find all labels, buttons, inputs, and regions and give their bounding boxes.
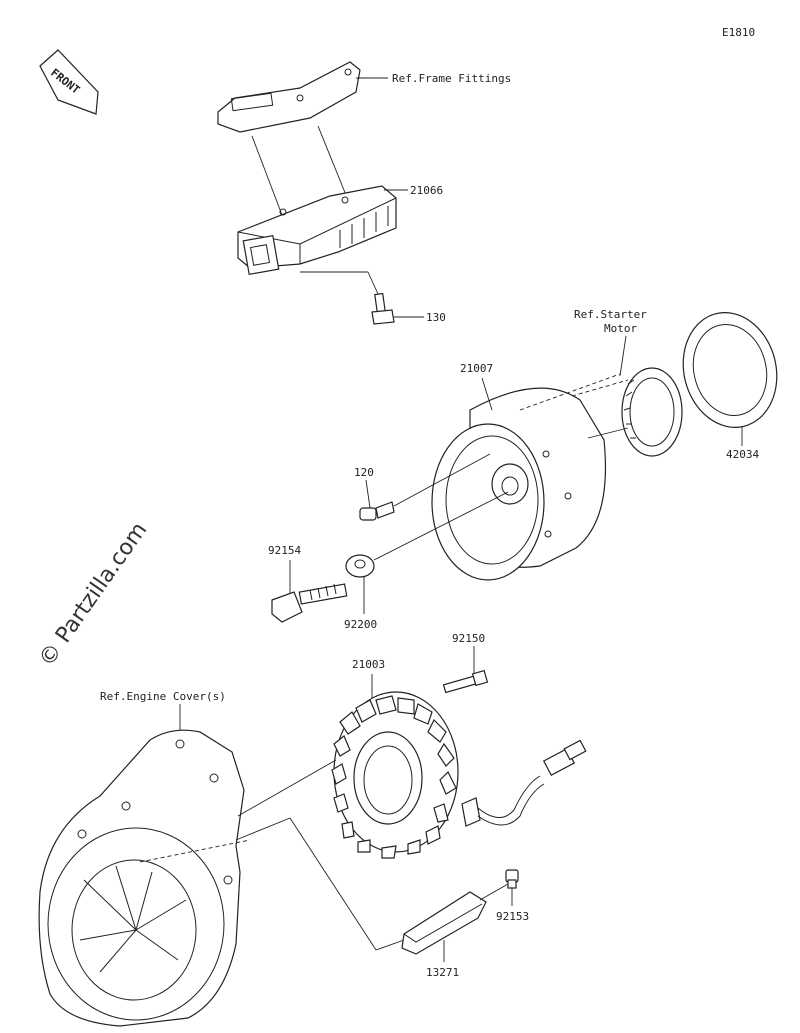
part-label-92153: 92153 bbox=[496, 910, 529, 923]
part-label-42034: 42034 bbox=[726, 448, 759, 461]
diagram-code: E1810 bbox=[722, 26, 755, 39]
rotor-21007[interactable] bbox=[431, 387, 607, 581]
part-label-92154: 92154 bbox=[268, 544, 301, 557]
flange-bolt-92154[interactable] bbox=[271, 583, 348, 623]
part-label-13271: 13271 bbox=[426, 966, 459, 979]
coupling-42034[interactable] bbox=[671, 303, 788, 438]
part-label-92200: 92200 bbox=[344, 618, 377, 631]
stator-wire-harness bbox=[461, 739, 587, 827]
part-label-130: 130 bbox=[426, 311, 446, 324]
washer-92200[interactable] bbox=[345, 554, 375, 578]
part-label-21007: 21007 bbox=[460, 362, 493, 375]
starter-clutch-assembly bbox=[621, 367, 683, 457]
frame-fittings-bracket bbox=[217, 61, 361, 133]
part-label-21003: 21003 bbox=[352, 658, 385, 671]
bolt-120[interactable] bbox=[359, 501, 395, 521]
ref-starter-line2: Motor bbox=[604, 322, 637, 335]
front-arrow-icon: FRONT bbox=[39, 49, 99, 115]
engine-cover bbox=[38, 729, 245, 1027]
regulator-rectifier-21066[interactable] bbox=[237, 185, 397, 276]
part-label-21066: 21066 bbox=[410, 184, 443, 197]
watermark: © Partzilla.com bbox=[34, 518, 152, 671]
bolt-130[interactable] bbox=[371, 292, 395, 325]
stator-21003[interactable] bbox=[331, 691, 459, 859]
ref-starter-line1: Ref.Starter bbox=[574, 308, 647, 321]
part-label-120: 120 bbox=[354, 466, 374, 479]
bolt-92153[interactable] bbox=[505, 869, 519, 889]
part-label-92150: 92150 bbox=[452, 632, 485, 645]
bolt-92150[interactable] bbox=[442, 669, 489, 694]
ref-frame-fittings: Ref.Frame Fittings bbox=[392, 72, 511, 85]
holding-plate-13271[interactable] bbox=[401, 891, 487, 955]
ref-engine-covers: Ref.Engine Cover(s) bbox=[100, 690, 226, 703]
